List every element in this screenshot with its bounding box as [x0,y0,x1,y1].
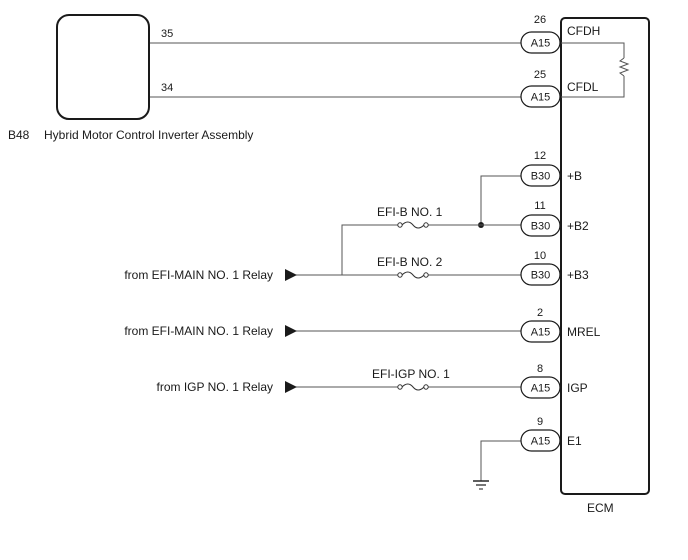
ground-icon [473,480,489,490]
arrow-right-icon [285,381,297,393]
inverter-box [56,14,150,120]
terminal-signal: +B3 [567,268,589,282]
fuse-efi-b-no2-label: EFI-B NO. 2 [377,255,443,269]
connector-oval [520,320,561,343]
terminal-signal: CFDL [567,80,599,94]
fuse-efi-b-no1-label: EFI-B NO. 1 [377,205,443,219]
source-main-relay-2: from EFI-MAIN NO. 1 Relay [124,324,273,338]
connector-label: B30 [531,270,551,282]
connector-label: A15 [531,92,551,104]
terminal-signal: IGP [567,381,588,395]
fuse-icon [397,271,429,279]
ecm-label: ECM [587,501,614,515]
connector-oval [520,85,561,108]
terminal-row: 25 A15 CFDL [520,69,599,108]
terminal-row: 10 B30 +B3 [520,250,589,286]
resistor-icon [561,42,630,98]
terminal-row: 2 A15 MREL [520,307,601,343]
terminal-signal: MREL [567,325,601,339]
source-igp-relay: from IGP NO. 1 Relay [157,380,273,394]
terminal-pin: 10 [534,250,546,262]
arrow-right-icon [285,325,297,337]
inverter-name: Hybrid Motor Control Inverter Assembly [44,128,253,142]
terminal-pin: 9 [537,416,543,428]
fuse-efi-igp-no1-label: EFI-IGP NO. 1 [372,367,450,381]
ecm-box [560,17,650,495]
wire-plus-b2 [341,224,398,275]
connector-label: A15 [531,436,551,448]
connector-label: B30 [531,171,551,183]
wire-plus-b [480,175,521,225]
fuse-icon [397,383,429,391]
terminal-pin: 2 [537,307,543,319]
fuse-icon [397,221,429,229]
terminal-row: 11 B30 +B2 [520,200,589,237]
source-main-relay-1: from EFI-MAIN NO. 1 Relay [124,268,273,282]
wire-e1 [480,440,521,481]
connector-oval [520,164,561,187]
terminal-row: 8 A15 IGP [520,363,588,399]
connector-oval [520,31,561,54]
inverter-pin-cfdh: 35 [161,28,173,40]
connector-label: A15 [531,38,551,50]
terminal-signal: CFDH [567,24,600,38]
connector-oval [520,214,561,237]
terminal-row: 12 B30 +B [520,150,582,187]
terminal-pin: 25 [534,69,546,81]
connector-label: A15 [531,327,551,339]
arrow-right-icon [285,269,297,281]
terminal-pin: 26 [534,14,546,26]
terminal-pin: 11 [534,200,545,212]
terminal-pin: 8 [537,363,543,375]
connector-oval [520,263,561,286]
terminal-signal: +B2 [567,219,589,233]
terminal-signal: E1 [567,434,582,448]
terminal-row: 26 A15 CFDH [520,14,600,54]
connector-label: A15 [531,383,551,395]
terminal-signal: +B [567,169,582,183]
connector-oval [520,429,561,452]
inverter-id: B48 [8,128,30,142]
terminal-pin: 12 [534,150,546,162]
terminal-row: 9 A15 E1 [520,416,582,452]
connector-oval [520,376,561,399]
inverter-pin-cfdl: 34 [161,82,173,94]
connector-label: B30 [531,221,551,233]
